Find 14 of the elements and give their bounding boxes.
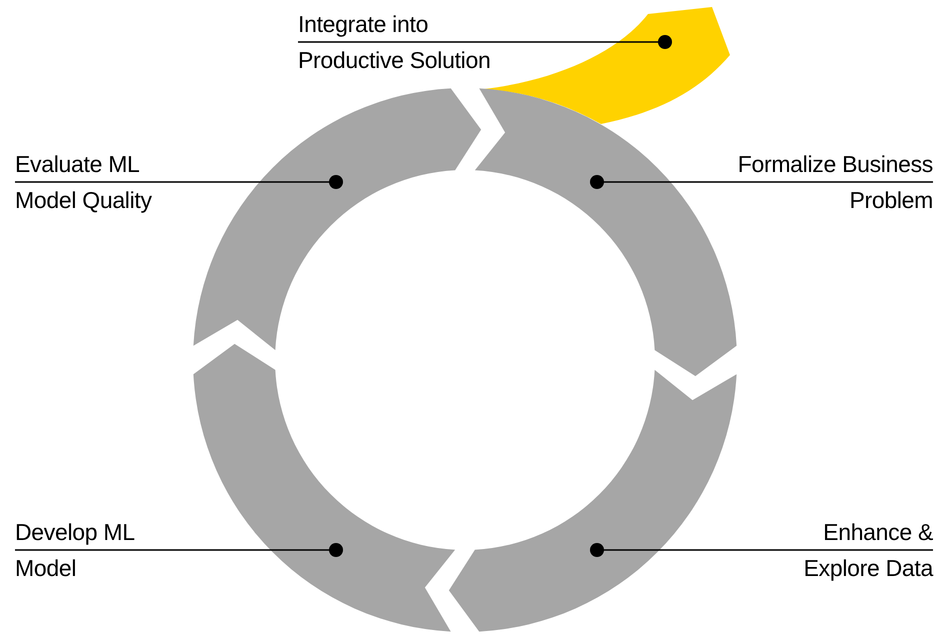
leader-line bbox=[590, 543, 933, 557]
step-label: Integrate into Productive Solution bbox=[298, 6, 538, 78]
step-label: Evaluate ML Model Quality bbox=[15, 146, 190, 218]
leader-line bbox=[590, 175, 933, 189]
leader-line bbox=[15, 543, 343, 557]
leader-line bbox=[15, 175, 343, 189]
step-label: Formalize Business Problem bbox=[713, 146, 933, 218]
ring-segment bbox=[193, 88, 482, 350]
step-label: Develop ML Model bbox=[15, 514, 165, 586]
ring-segment bbox=[474, 88, 737, 376]
ring-segment bbox=[448, 370, 737, 632]
ring-segment bbox=[193, 344, 456, 632]
leader-line bbox=[298, 35, 672, 49]
step-label: Enhance & Explore Data bbox=[778, 514, 933, 586]
